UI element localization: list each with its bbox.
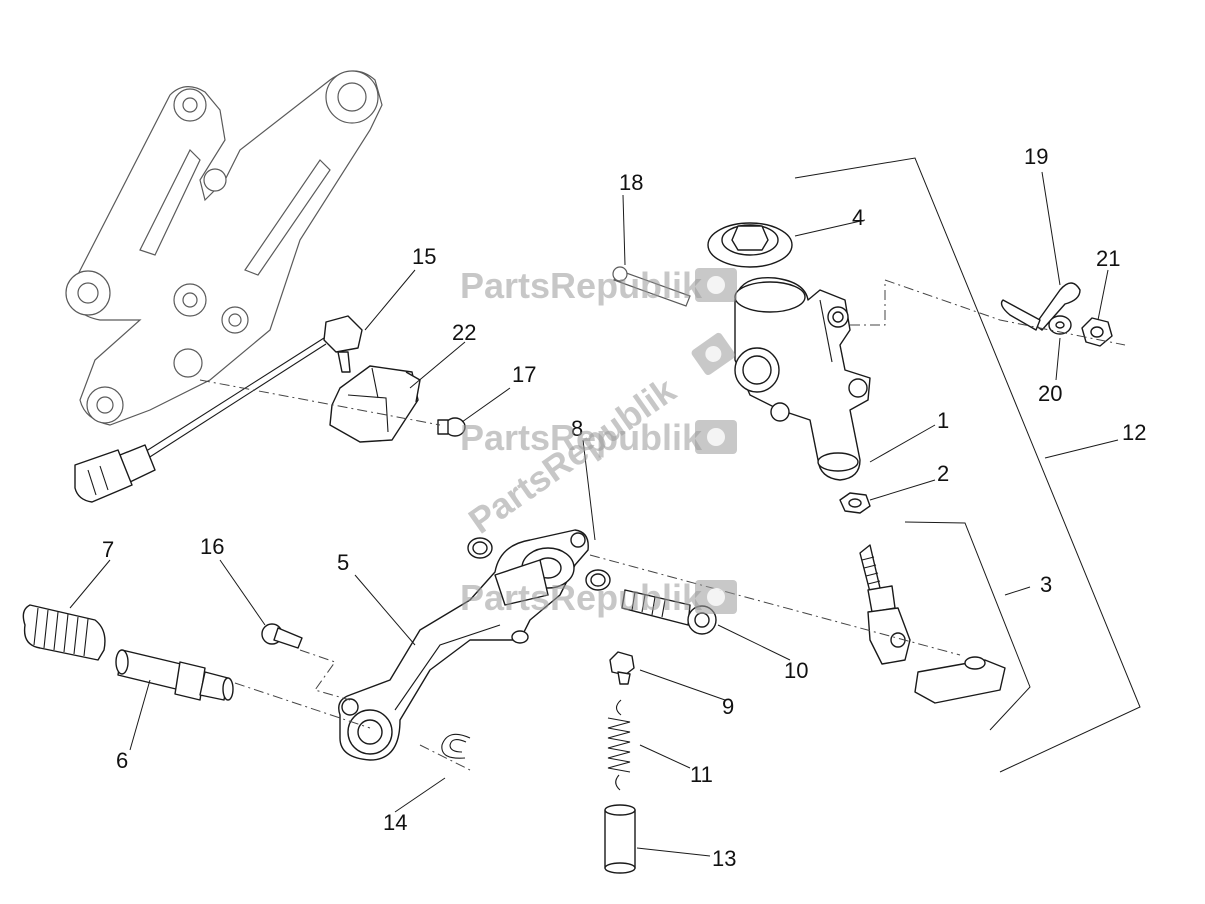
- washer-20: [1048, 315, 1072, 335]
- assembly-axes: [199, 279, 1126, 771]
- callout-1: 1: [937, 408, 949, 433]
- bolt-9: [609, 651, 635, 685]
- watermark-text-3: PartsRepublik: [460, 577, 703, 618]
- callout-22: 22: [452, 320, 476, 345]
- callout-18: 18: [619, 170, 643, 195]
- callout-7: 7: [102, 537, 114, 562]
- circlip-14: [441, 733, 471, 759]
- screw-16: [261, 623, 303, 649]
- callout-4: 4: [852, 205, 864, 230]
- watermark-gear-icon: [691, 332, 736, 376]
- screw-17: [437, 417, 466, 437]
- footpeg-bracket: [65, 70, 383, 426]
- master-cylinder: [734, 276, 871, 481]
- callout-13: 13: [712, 846, 736, 871]
- watermark-text-2: PartsRepublik: [460, 417, 703, 458]
- sleeve-13: [604, 804, 636, 874]
- nut-21: [1081, 317, 1113, 347]
- callout-10: 10: [784, 658, 808, 683]
- clip-19: [1000, 282, 1081, 331]
- callout-3: 3: [1040, 572, 1052, 597]
- watermark-gear-icon: [695, 420, 737, 454]
- sensor-cable: [74, 315, 363, 503]
- reservoir-cap: [707, 222, 793, 268]
- push-rod: [859, 544, 1006, 704]
- callout-8: 8: [571, 416, 583, 441]
- brake-pedal: [338, 529, 589, 761]
- watermark-text-1: PartsRepublik: [460, 265, 703, 306]
- callout-11: 11: [690, 762, 713, 787]
- spring-11: [607, 699, 631, 791]
- leader-lines: [69, 171, 1119, 857]
- callout-21: 21: [1096, 246, 1120, 271]
- callout-17: 17: [512, 362, 536, 387]
- callout-20: 20: [1038, 381, 1062, 406]
- watermark-gear-icon: [695, 268, 737, 302]
- callout-5: 5: [337, 550, 349, 575]
- callout-19: 19: [1024, 144, 1048, 169]
- callout-6: 6: [116, 748, 128, 773]
- rubber-boot: [22, 604, 106, 661]
- callout-2: 2: [937, 461, 949, 486]
- nut-2: [839, 492, 871, 514]
- callout-15: 15: [412, 244, 436, 269]
- o-rings-8: [467, 537, 611, 591]
- callout-14: 14: [383, 810, 407, 835]
- callout-9: 9: [722, 694, 734, 719]
- callout-12: 12: [1122, 420, 1146, 445]
- switch-body: [329, 365, 421, 443]
- peg-pin: [115, 649, 234, 701]
- pin-18: [612, 266, 691, 307]
- watermark-gear-icon: [695, 580, 737, 614]
- group-brackets: [794, 157, 1141, 773]
- callout-16: 16: [200, 534, 224, 559]
- callout-labels: 1 2 3 4 5 6 7 8 9 10 11 12 13 14 15 16 1…: [102, 144, 1146, 871]
